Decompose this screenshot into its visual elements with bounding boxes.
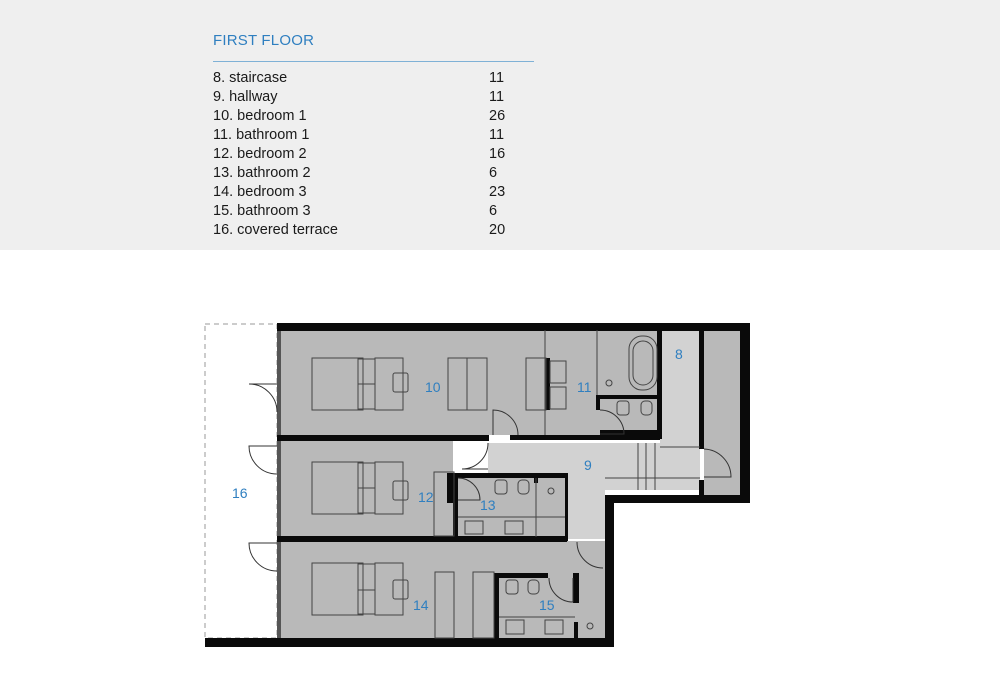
- room-row: 12. bedroom 2 16: [213, 145, 543, 164]
- room-row: 15. bathroom 3 6: [213, 202, 543, 221]
- label-bedroom-1: 10: [425, 379, 441, 395]
- room-name: 13. bathroom 2: [213, 165, 311, 181]
- room-schedule-table: 8. staircase 11 9. hallway 11 10. bedroom …: [213, 69, 543, 240]
- room-name: 8. staircase: [213, 70, 288, 86]
- room-area: 6: [489, 165, 498, 181]
- room-schedule-panel: FIRST FLOOR 8. staircase 11 9. hallway 11 …: [0, 0, 1000, 250]
- room-labels: 8 9 10 11 12 13 14 15 16: [232, 346, 683, 613]
- room-area: 23: [489, 184, 506, 200]
- door-swing-bedroom-2-inner: [461, 442, 489, 470]
- staircase-area: [660, 330, 700, 447]
- room-area: 11: [489, 127, 505, 143]
- furniture: [311, 330, 700, 639]
- bedroom-1-area: [277, 330, 545, 435]
- label-bathroom-2: 13: [480, 497, 496, 513]
- room-name: 9. hallway: [213, 89, 278, 105]
- label-staircase: 8: [675, 346, 683, 362]
- label-hallway: 9: [584, 457, 592, 473]
- floor-title: FIRST FLOOR: [213, 32, 315, 49]
- room-area: 11: [489, 89, 505, 105]
- room-name: 15. bathroom 3: [213, 203, 311, 219]
- room-name: 12. bedroom 2: [213, 146, 307, 162]
- room-row: 11. bathroom 1 11: [213, 126, 543, 145]
- room-area: 26: [489, 108, 506, 124]
- label-bathroom-3: 15: [539, 597, 555, 613]
- room-row: 8. staircase 11: [213, 69, 543, 88]
- walls: [205, 323, 750, 647]
- door-swing-wc-1: [599, 409, 625, 435]
- label-bathroom-1: 11: [577, 379, 592, 395]
- door-swing-bathroom-2: [457, 477, 481, 501]
- bathroom-3-area: [496, 577, 600, 638]
- terrace-outline: [204, 323, 278, 639]
- door-swing-bedroom-2: [248, 445, 278, 475]
- room-row: 10. bedroom 1 26: [213, 107, 543, 126]
- label-bedroom-2: 12: [418, 489, 434, 505]
- bedroom-2-area: [277, 441, 453, 537]
- door-swing-bedroom-3: [248, 542, 278, 572]
- room-name: 14. bedroom 3: [213, 184, 307, 200]
- door-swing-bedroom-3-inner: [576, 541, 604, 569]
- room-area: 16: [489, 146, 506, 162]
- doors: [248, 383, 732, 603]
- side-column-area: [704, 330, 740, 495]
- door-swing-side: [703, 448, 732, 478]
- room-name: 11. bathroom 1: [213, 127, 310, 143]
- room-row: 13. bathroom 2 6: [213, 164, 543, 183]
- door-swing-bathroom-3: [548, 577, 574, 603]
- room-row: 16. covered terrace 20: [213, 221, 543, 240]
- title-divider: [213, 61, 534, 62]
- label-bedroom-3: 14: [413, 597, 429, 613]
- room-name: 16. covered terrace: [213, 222, 338, 238]
- room-area: 20: [489, 222, 506, 238]
- door-swing-bedroom-1: [248, 383, 278, 413]
- room-row: 9. hallway 11: [213, 88, 543, 107]
- door-swing-bathroom-1: [492, 409, 519, 436]
- label-covered-terrace: 16: [232, 485, 248, 501]
- room-name: 10. bedroom 1: [213, 108, 307, 124]
- room-row: 14. bedroom 3 23: [213, 183, 543, 202]
- room-area: 6: [489, 203, 498, 219]
- room-fills: [277, 330, 740, 638]
- room-area: 11: [489, 70, 505, 86]
